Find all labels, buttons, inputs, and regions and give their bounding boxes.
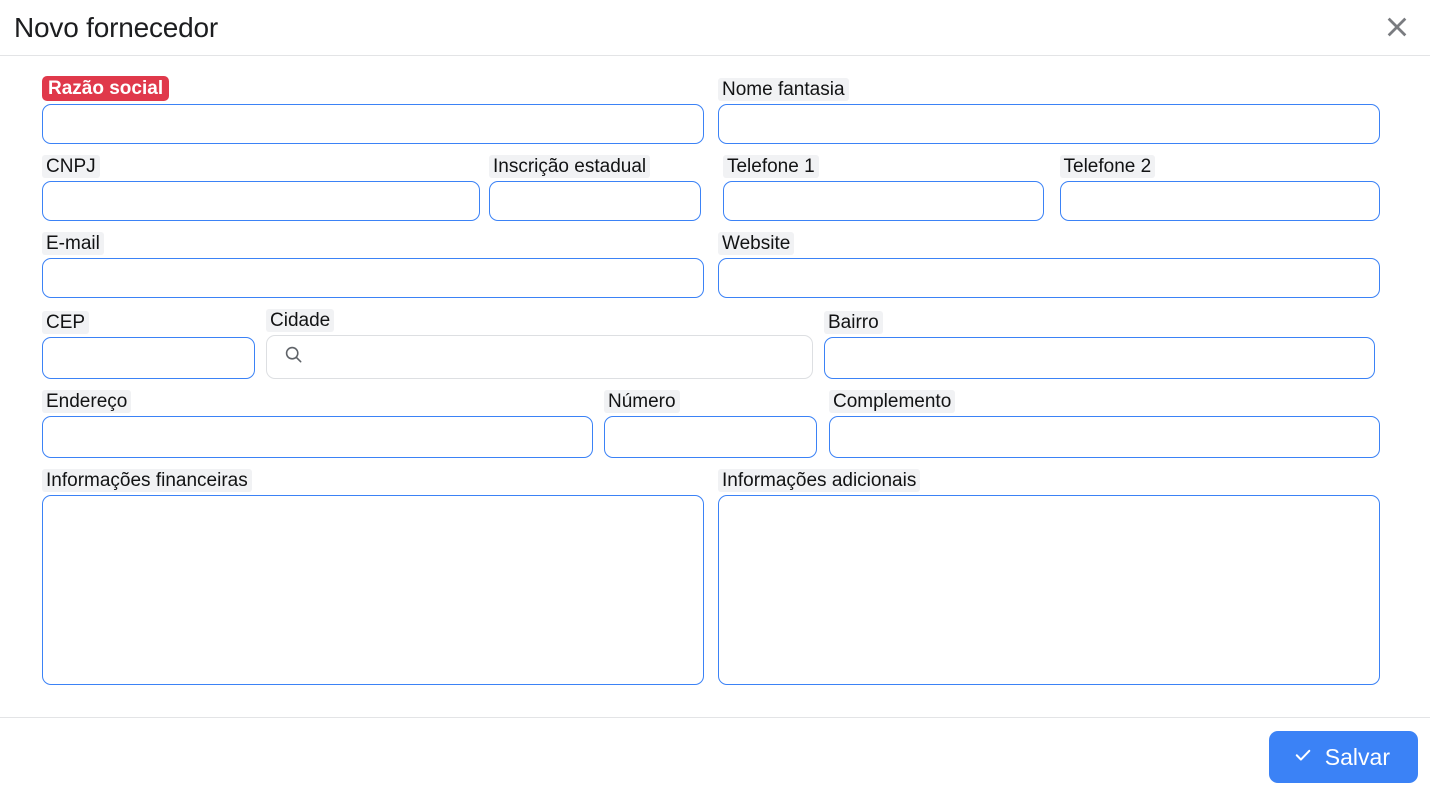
save-button-label: Salvar xyxy=(1324,743,1390,770)
label-cidade: Cidade xyxy=(266,309,335,332)
complemento-input[interactable] xyxy=(829,416,1380,458)
label-inscricao-estadual: Inscrição estadual xyxy=(488,155,651,178)
telefone-2-input[interactable] xyxy=(1059,181,1381,221)
modal-body: Razão social Nome fantasia CNPJ Inscriçã… xyxy=(0,56,1430,717)
label-informacoes-adicionais: Informações adicionais xyxy=(718,469,921,492)
label-cnpj: CNPJ xyxy=(42,155,100,178)
field-cep: CEP xyxy=(42,311,255,379)
bairro-input[interactable] xyxy=(824,337,1375,379)
label-numero: Número xyxy=(604,390,680,413)
form-row-2: CNPJ Inscrição estadual Telefone 1 Telef… xyxy=(42,155,1381,221)
form-row-4: CEP Cidade Bairro xyxy=(42,309,1380,379)
numero-input[interactable] xyxy=(604,416,817,458)
label-website: Website xyxy=(718,232,795,255)
field-cidade: Cidade xyxy=(266,309,813,379)
save-button[interactable]: Salvar xyxy=(1268,731,1418,783)
field-telefone-2: Telefone 2 xyxy=(1059,155,1381,221)
email-input[interactable] xyxy=(42,258,704,298)
inscricao-estadual-input[interactable] xyxy=(488,181,701,221)
field-endereco: Endereço xyxy=(42,390,593,458)
telefone-1-input[interactable] xyxy=(722,181,1044,221)
field-informacoes-adicionais: Informações adicionais xyxy=(718,469,1380,685)
field-numero: Número xyxy=(604,390,817,458)
form-row-6: Informações financeiras Informações adic… xyxy=(42,469,1380,685)
nome-fantasia-input[interactable] xyxy=(718,104,1380,144)
check-icon xyxy=(1293,744,1313,771)
close-button[interactable] xyxy=(1380,10,1414,44)
razao-social-input[interactable] xyxy=(42,104,704,144)
cep-input[interactable] xyxy=(42,337,255,379)
field-nome-fantasia: Nome fantasia xyxy=(718,78,1380,144)
label-razao-social: Razão social xyxy=(42,76,170,101)
field-informacoes-financeiras: Informações financeiras xyxy=(42,469,704,685)
informacoes-adicionais-textarea[interactable] xyxy=(718,495,1380,685)
field-website: Website xyxy=(718,232,1380,298)
website-input[interactable] xyxy=(718,258,1380,298)
field-cnpj: CNPJ xyxy=(42,155,480,221)
label-telefone-1: Telefone 1 xyxy=(722,155,819,178)
field-telefone-1: Telefone 1 xyxy=(722,155,1044,221)
field-razao-social: Razão social xyxy=(42,76,704,144)
label-complemento: Complemento xyxy=(829,390,956,413)
label-endereco: Endereço xyxy=(42,390,132,413)
informacoes-financeiras-textarea[interactable] xyxy=(42,495,704,685)
close-icon xyxy=(1384,14,1410,40)
label-telefone-2: Telefone 2 xyxy=(1059,155,1156,178)
label-informacoes-financeiras: Informações financeiras xyxy=(42,469,252,492)
label-bairro: Bairro xyxy=(824,311,883,334)
form-row-1: Razão social Nome fantasia xyxy=(42,76,1380,144)
search-icon xyxy=(283,344,304,370)
label-nome-fantasia: Nome fantasia xyxy=(718,78,849,101)
modal-header: Novo fornecedor xyxy=(0,0,1430,56)
page-title: Novo fornecedor xyxy=(14,11,219,43)
label-cep: CEP xyxy=(42,311,90,334)
field-complemento: Complemento xyxy=(829,390,1380,458)
cidade-search-select[interactable] xyxy=(266,335,813,379)
cnpj-input[interactable] xyxy=(42,181,480,221)
modal-footer: Salvar xyxy=(0,717,1430,796)
endereco-input[interactable] xyxy=(42,416,593,458)
label-email: E-mail xyxy=(42,232,104,255)
field-inscricao-estadual: Inscrição estadual xyxy=(488,155,701,221)
field-email: E-mail xyxy=(42,232,704,298)
field-bairro: Bairro xyxy=(824,311,1375,379)
form-row-5: Endereço Número Complemento xyxy=(42,390,1380,458)
form-row-3: E-mail Website xyxy=(42,232,1380,298)
cidade-input[interactable] xyxy=(304,336,812,378)
